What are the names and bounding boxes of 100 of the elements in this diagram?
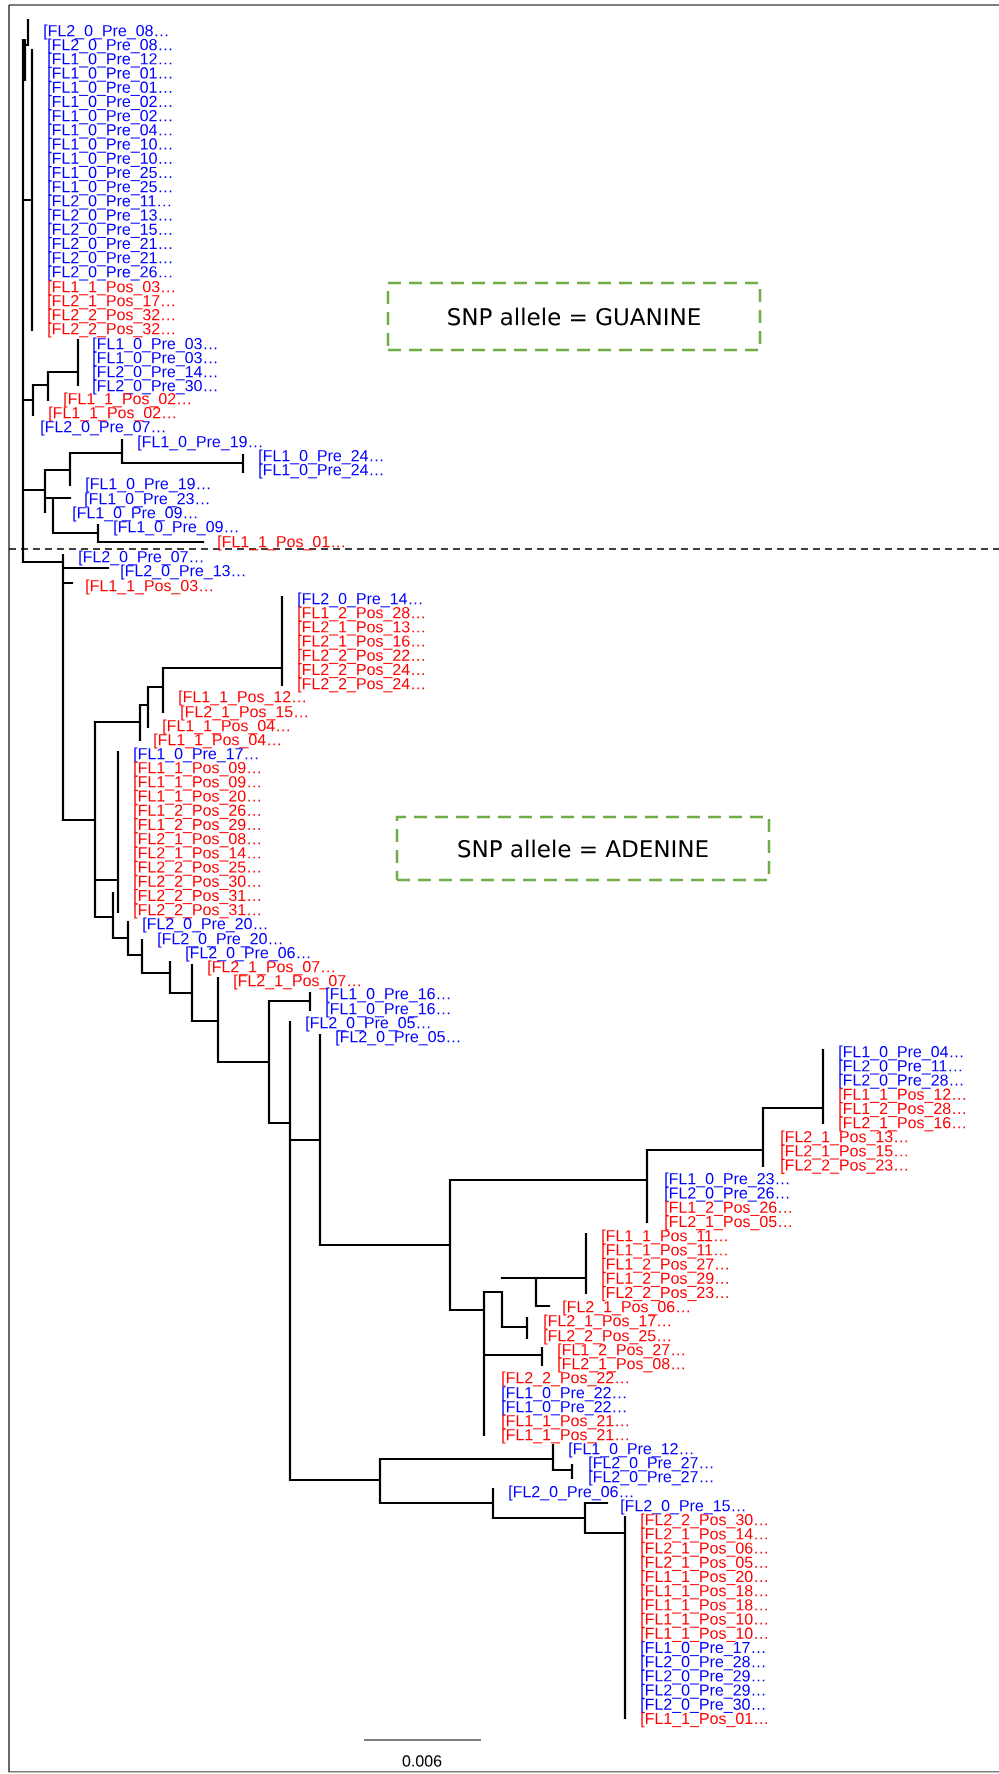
leaf-label: [FL1_0_Pre_01… bbox=[48, 81, 172, 97]
leaf-label: [FL2_0_Pre_11… bbox=[839, 1059, 962, 1075]
leaf-label: [FL1_1_Pos_01… bbox=[218, 535, 344, 551]
leaf-label: [FL2_0_Pre_20… bbox=[143, 917, 267, 933]
leaf-label: [FL2_2_Pos_22… bbox=[502, 1371, 628, 1387]
leaf-label: [FL1_2_Pos_26… bbox=[665, 1201, 791, 1217]
leaf-label: [FL2_0_Pre_05… bbox=[336, 1030, 460, 1046]
leaf-label: [FL1_0_Pre_23… bbox=[665, 1172, 789, 1188]
leaf-label: [FL2_0_Pre_30… bbox=[641, 1698, 765, 1714]
leaf-label: [FL1_2_Pos_27… bbox=[558, 1343, 684, 1359]
leaf-label: [FL2_0_Pre_13… bbox=[121, 564, 245, 580]
leaf-label: [FL2_1_Pos_14… bbox=[134, 846, 260, 862]
leaf-label: [FL2_2_Pos_31… bbox=[134, 889, 260, 905]
leaf-label: [FL2_2_Pos_30… bbox=[641, 1513, 767, 1529]
leaf-label: [FL1_2_Pos_27… bbox=[602, 1257, 728, 1273]
leaf-label: [FL1_1_Pos_12… bbox=[839, 1088, 965, 1104]
leaf-label: [FL2_0_Pre_11… bbox=[48, 194, 171, 210]
leaf-label: [FL1_2_Pos_29… bbox=[134, 818, 260, 834]
leaf-label: [FL2_2_Pos_24… bbox=[298, 663, 424, 679]
leaf-label: [FL1_0_Pre_04… bbox=[839, 1045, 963, 1061]
leaf-label: [FL1_1_Pos_03… bbox=[48, 280, 174, 296]
leaf-label: [FL1_1_Pos_18… bbox=[641, 1598, 767, 1614]
leaf-label: [FL2_0_Pre_28… bbox=[839, 1073, 963, 1089]
leaf-label: [FL1_1_Pos_21… bbox=[502, 1414, 628, 1430]
leaf-label: [FL1_0_Pre_02… bbox=[48, 95, 172, 111]
leaf-label: [FL2_0_Pre_15… bbox=[48, 223, 172, 239]
leaf-label: [FL2_0_Pre_27… bbox=[589, 1456, 713, 1472]
leaf-label: [FL2_1_Pos_16… bbox=[839, 1116, 965, 1132]
scale-label: 0.006 bbox=[402, 1755, 442, 1767]
leaf-label: [FL1_1_Pos_01… bbox=[641, 1712, 767, 1728]
leaf-label: [FL2_0_Pre_08… bbox=[44, 24, 168, 40]
leaf-label: [FL2_0_Pre_27… bbox=[589, 1470, 713, 1486]
leaf-label: [FL1_1_Pos_04… bbox=[163, 719, 289, 735]
leaf-label: [FL2_1_Pos_13… bbox=[298, 620, 424, 636]
leaf-label: [FL1_1_Pos_21… bbox=[502, 1428, 628, 1444]
leaf-label: [FL1_0_Pre_01… bbox=[48, 66, 172, 82]
leaf-label: [FL1_0_Pre_24… bbox=[259, 463, 383, 479]
leaf-label: [FL2_1_Pos_06… bbox=[641, 1541, 767, 1557]
leaf-label: [FL1_2_Pos_28… bbox=[839, 1102, 965, 1118]
leaf-label: [FL2_2_Pos_22… bbox=[298, 649, 424, 665]
leaf-label: [FL1_0_Pre_16… bbox=[326, 1002, 450, 1018]
leaf-label: [FL2_0_Pre_06… bbox=[509, 1485, 633, 1501]
leaf-label: [FL1_1_Pos_11… bbox=[602, 1229, 727, 1245]
leaf-label: [FL2_2_Pos_32… bbox=[48, 322, 174, 338]
leaf-label: [FL2_1_Pos_17… bbox=[48, 294, 174, 310]
leaf-label: [FL2_0_Pre_20… bbox=[158, 932, 282, 948]
leaf-label: [FL2_0_Pre_14… bbox=[298, 592, 422, 608]
leaf-label: [FL1_1_Pos_09… bbox=[134, 775, 260, 791]
leaf-label: [FL1_0_Pre_09… bbox=[114, 520, 238, 536]
leaf-label: [FL2_0_Pre_21… bbox=[48, 237, 172, 253]
leaf-label: [FL2_0_Pre_15… bbox=[621, 1499, 745, 1515]
leaf-label: [FL1_0_Pre_09… bbox=[73, 506, 197, 522]
leaf-label: [FL1_1_Pos_11… bbox=[602, 1243, 727, 1259]
leaf-label: [FL1_0_Pre_17… bbox=[134, 747, 258, 763]
leaf-label: [FL2_1_Pos_15… bbox=[781, 1144, 907, 1160]
leaf-label: [FL1_1_Pos_18… bbox=[641, 1584, 767, 1600]
leaf-label: [FL2_0_Pre_06… bbox=[186, 946, 310, 962]
leaf-label: [FL2_2_Pos_25… bbox=[134, 860, 260, 876]
leaf-label: [FL2_2_Pos_23… bbox=[781, 1158, 907, 1174]
leaf-label: [FL2_0_Pre_07… bbox=[79, 550, 203, 566]
leaf-label: [FL1_0_Pre_10… bbox=[48, 152, 172, 168]
leaf-label: [FL2_2_Pos_25… bbox=[544, 1329, 670, 1345]
leaf-label: [FL2_2_Pos_32… bbox=[48, 308, 174, 324]
leaf-label: [FL1_0_Pre_25… bbox=[48, 166, 172, 182]
leaf-label: [FL1_1_Pos_04… bbox=[154, 733, 280, 749]
leaf-label: [FL2_1_Pos_16… bbox=[298, 634, 424, 650]
leaf-label: [FL1_0_Pre_02… bbox=[48, 109, 172, 125]
leaf-label: [FL1_0_Pre_10… bbox=[48, 137, 172, 153]
leaf-label: [FL2_0_Pre_26… bbox=[665, 1186, 789, 1202]
leaf-label: [FL1_2_Pos_28… bbox=[298, 606, 424, 622]
leaf-label: [FL1_0_Pre_24… bbox=[259, 449, 383, 465]
leaf-label: [FL2_0_Pre_07… bbox=[41, 420, 165, 436]
leaf-label: [FL1_2_Pos_29… bbox=[602, 1272, 728, 1288]
leaf-label: [FL2_0_Pre_08… bbox=[48, 38, 172, 54]
leaf-label: [FL1_1_Pos_10… bbox=[641, 1627, 767, 1643]
leaf-label: [FL2_0_Pre_29… bbox=[641, 1669, 765, 1685]
leaf-label: [FL1_1_Pos_10… bbox=[641, 1612, 767, 1628]
leaf-label: [FL1_0_Pre_22… bbox=[502, 1386, 626, 1402]
leaf-label: [FL2_0_Pre_21… bbox=[48, 251, 172, 267]
leaf-label: [FL2_1_Pos_14… bbox=[641, 1527, 767, 1543]
leaf-label: [FL2_1_Pos_05… bbox=[665, 1215, 791, 1231]
leaf-label: [FL2_1_Pos_15… bbox=[181, 705, 307, 721]
leaf-label: [FL2_1_Pos_13… bbox=[781, 1130, 907, 1146]
leaf-label: [FL1_2_Pos_26… bbox=[134, 804, 260, 820]
leaf-label: [FL2_0_Pre_05… bbox=[306, 1016, 430, 1032]
leaf-label: [FL2_0_Pre_28… bbox=[641, 1655, 765, 1671]
leaf-label: [FL1_1_Pos_09… bbox=[134, 761, 260, 777]
leaf-label: [FL1_0_Pre_25… bbox=[48, 180, 172, 196]
leaf-label: [FL2_1_Pos_08… bbox=[134, 832, 260, 848]
leaf-label: [FL1_1_Pos_20… bbox=[641, 1570, 767, 1586]
leaf-label: [FL2_1_Pos_17… bbox=[544, 1314, 670, 1330]
leaf-label: [FL1_1_Pos_02… bbox=[49, 406, 175, 422]
leaf-label: [FL1_1_Pos_20… bbox=[134, 789, 260, 805]
leaf-label: [FL1_1_Pos_03… bbox=[86, 579, 212, 595]
leaf-label: [FL2_1_Pos_08… bbox=[558, 1357, 684, 1373]
leaf-label: [FL2_0_Pre_13… bbox=[48, 208, 172, 224]
leaf-label: [FL2_1_Pos_07… bbox=[208, 960, 334, 976]
leaf-label: [FL2_1_Pos_06… bbox=[563, 1300, 689, 1316]
leaf-label: [FL2_1_Pos_05… bbox=[641, 1556, 767, 1572]
leaf-label: [FL1_0_Pre_04… bbox=[48, 123, 172, 139]
